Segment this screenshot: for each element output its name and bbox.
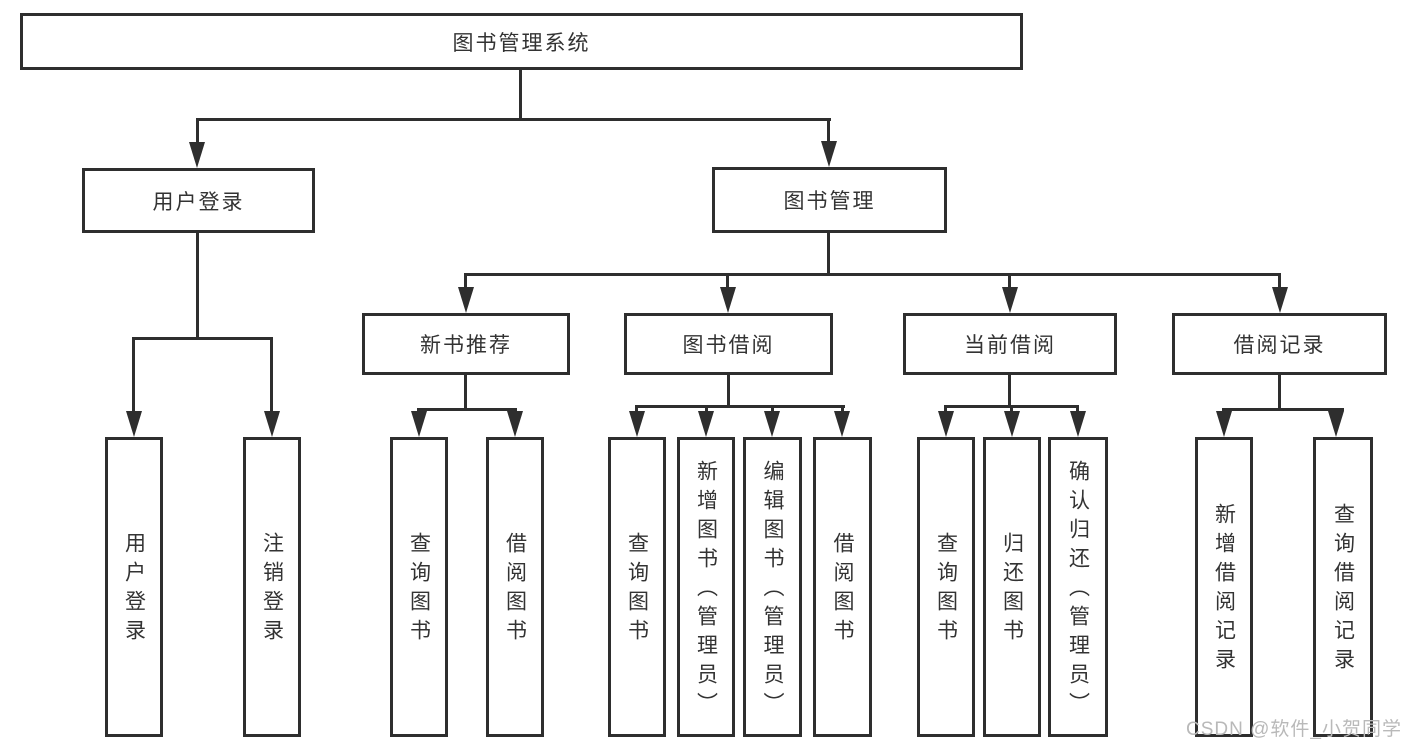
arrowhead-to-current-borrow <box>1002 287 1018 313</box>
node-current-borrow: 当前借阅 <box>903 313 1117 375</box>
arrowhead-to-leaf-add-books <box>698 411 714 437</box>
node-borrow-records: 借阅记录 <box>1172 313 1387 375</box>
connector-drop-borrow-records <box>1278 273 1281 293</box>
arrowhead-to-book-management <box>821 141 837 167</box>
connector-user-login-drop-right <box>270 337 273 419</box>
node-book-management: 图书管理 <box>712 167 947 233</box>
node-user-login: 用户登录 <box>82 168 315 233</box>
arrowhead-to-leaf-confirm-return <box>1070 411 1086 437</box>
leaf-query-books-current: 查询图书 <box>917 437 975 737</box>
leaf-query-books-borrow: 查询图书 <box>608 437 666 737</box>
arrowhead-to-leaf-edit-books <box>764 411 780 437</box>
arrowhead-to-leaf-query-books-1 <box>411 411 427 437</box>
connector-borrow-records-stem <box>1278 375 1281 408</box>
arrowhead-to-leaf-logout <box>264 411 280 437</box>
connector-book-borrow-stem <box>727 375 730 405</box>
leaf-borrow-books-2: 借阅图书 <box>813 437 872 737</box>
connector-user-login-drop-left <box>132 337 135 419</box>
connector-drop-current-borrow <box>1008 273 1011 293</box>
leaf-confirm-return-admin: 确认归还（管理员） <box>1048 437 1108 737</box>
connector-new-book-bus <box>417 408 517 411</box>
arrowhead-to-borrow-records <box>1272 287 1288 313</box>
arrowhead-to-leaf-add-borrow-record <box>1216 411 1232 437</box>
arrowhead-to-leaf-query-borrow-record <box>1328 411 1344 437</box>
leaf-borrow-books-recommend: 借阅图书 <box>486 437 544 737</box>
connector-user-login-stem <box>196 233 199 337</box>
arrowhead-to-new-book-recommend <box>458 287 474 313</box>
leaf-user-login: 用户登录 <box>105 437 163 737</box>
connector-current-borrow-stem <box>1008 375 1011 405</box>
connector-drop-book-borrow <box>726 273 729 293</box>
leaf-return-books: 归还图书 <box>983 437 1041 737</box>
connector-user-login-bus <box>132 337 273 340</box>
node-root-library-management-system: 图书管理系统 <box>20 13 1023 70</box>
csdn-watermark: CSDN @软件_小贺同学 <box>1186 719 1402 740</box>
arrowhead-to-leaf-user-login <box>126 411 142 437</box>
node-book-borrow: 图书借阅 <box>624 313 833 375</box>
arrowhead-to-user-login <box>189 142 205 168</box>
leaf-logout: 注销登录 <box>243 437 301 737</box>
leaf-query-borrow-record: 查询借阅记录 <box>1313 437 1373 737</box>
connector-book-mgmt-bus <box>464 273 1281 276</box>
connector-drop-new-book <box>464 273 467 293</box>
arrowhead-to-leaf-return-books <box>1004 411 1020 437</box>
node-new-book-recommend: 新书推荐 <box>362 313 570 375</box>
arrowhead-to-leaf-query-books-2 <box>629 411 645 437</box>
connector-new-book-stem <box>464 375 467 408</box>
leaf-edit-books-admin: 编辑图书（管理员） <box>743 437 802 737</box>
leaf-add-borrow-record: 新增借阅记录 <box>1195 437 1253 737</box>
connector-borrow-records-bus <box>1222 408 1344 411</box>
connector-book-borrow-bus <box>635 405 845 408</box>
connector-root-drop-left <box>196 118 199 150</box>
arrowhead-to-book-borrow <box>720 287 736 313</box>
connector-book-mgmt-stem <box>827 233 830 273</box>
leaf-add-books-admin: 新增图书（管理员） <box>677 437 735 737</box>
leaf-query-books-recommend: 查询图书 <box>390 437 448 737</box>
connector-root-drop-right <box>827 118 830 150</box>
connector-root-bus <box>196 118 831 121</box>
connector-root-stem <box>519 70 522 118</box>
arrowhead-to-leaf-borrow-books-2 <box>834 411 850 437</box>
arrowhead-to-leaf-borrow-books-1 <box>507 411 523 437</box>
arrowhead-to-leaf-query-books-3 <box>938 411 954 437</box>
